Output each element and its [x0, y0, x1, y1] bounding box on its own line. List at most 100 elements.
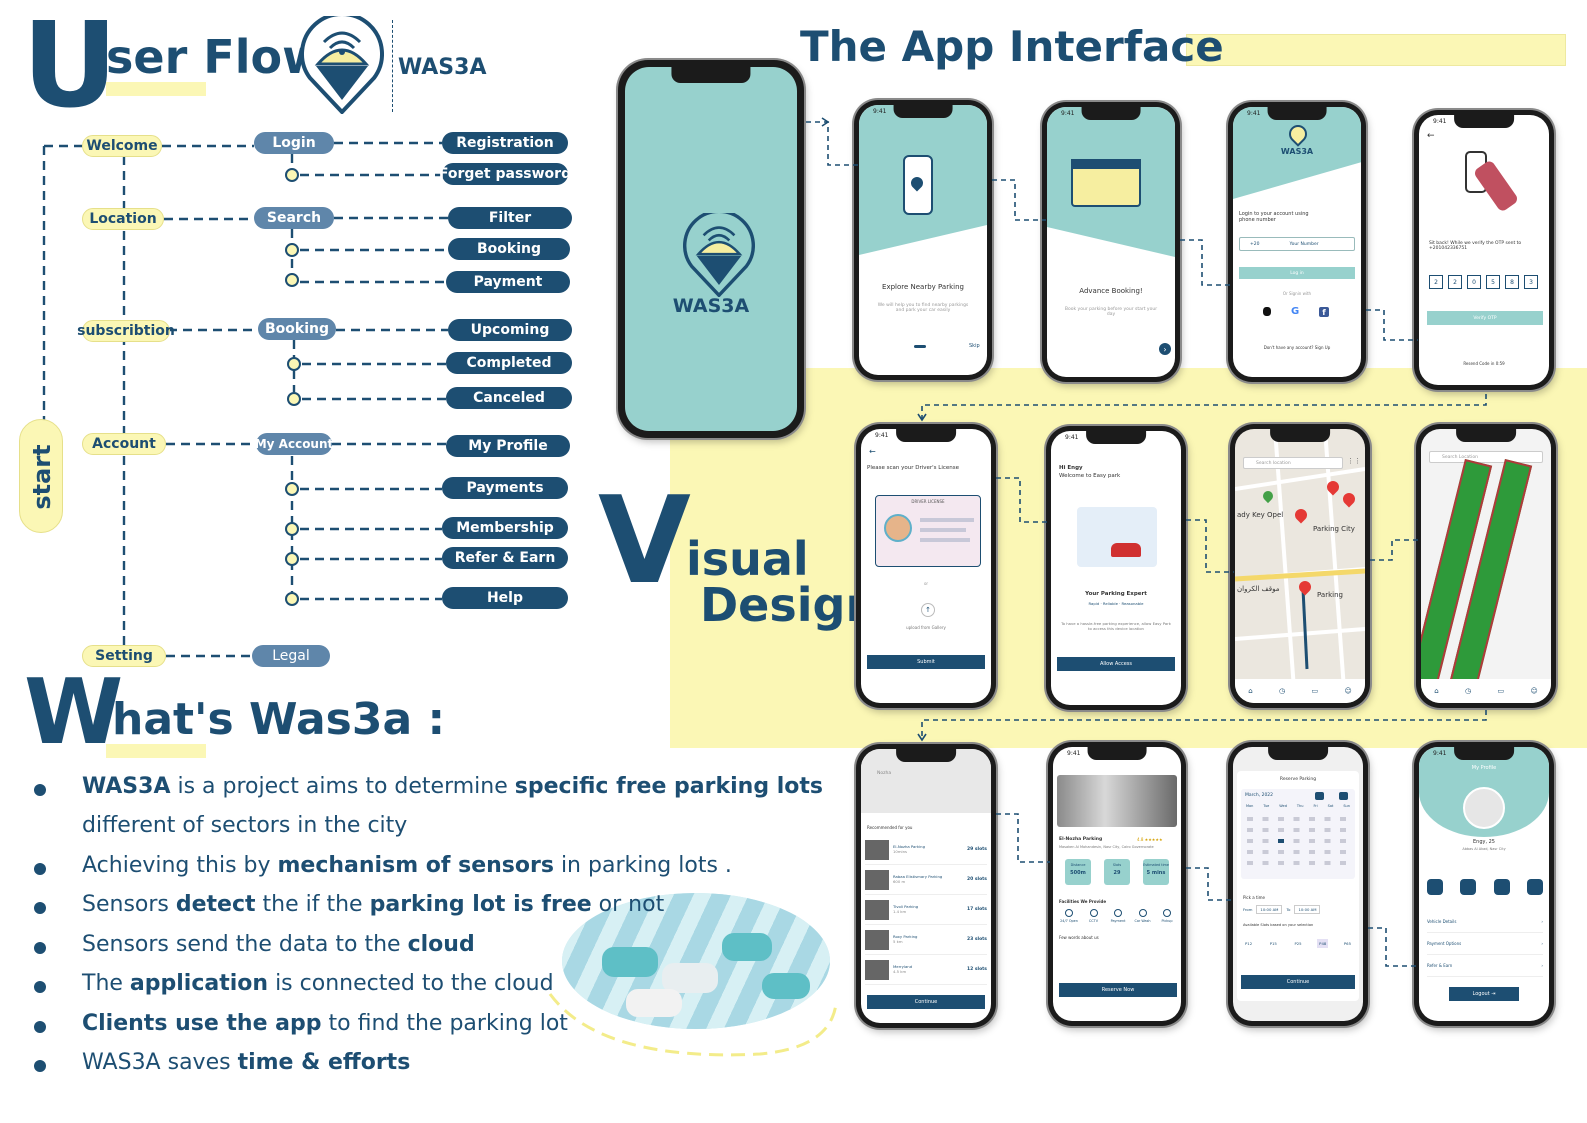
profile-menu[interactable]: Vehicle Details›Payment Options›Refer & … — [1427, 911, 1543, 977]
user-icon[interactable]: ☺ — [1344, 687, 1352, 695]
clock-icon[interactable]: ◷ — [1279, 687, 1286, 695]
map-search-input[interactable]: Search location — [1243, 457, 1343, 469]
otp-digit[interactable]: 3 — [1524, 275, 1538, 289]
reserve-continue-button[interactable]: Continue — [1241, 975, 1355, 989]
filter-icon[interactable]: ⋮⋮ — [1347, 457, 1361, 465]
bottom-nav[interactable]: ⌂ ◷ ▭ ☺ — [1235, 679, 1365, 703]
license-upload[interactable]: upload from Gallery — [906, 625, 946, 630]
card-icon[interactable]: ▭ — [1497, 687, 1505, 695]
card-icon[interactable]: ▭ — [1311, 687, 1319, 695]
map-search-input[interactable]: Search Location — [1429, 451, 1543, 463]
calendar-day — [1309, 839, 1315, 843]
flow-node — [285, 592, 299, 606]
login-button[interactable]: Log in — [1239, 267, 1355, 279]
calendar-day — [1293, 828, 1300, 832]
back-arrow-icon[interactable]: ← — [1427, 131, 1435, 141]
otp-digit[interactable]: 5 — [1486, 275, 1500, 289]
prev-month-icon[interactable] — [1315, 792, 1324, 800]
profile-menu-item[interactable]: Payment Options› — [1427, 933, 1543, 955]
calendar-day — [1324, 817, 1331, 821]
profile-menu-item[interactable]: Refer & Earn› — [1427, 955, 1543, 977]
clock-icon[interactable]: ◷ — [1465, 687, 1472, 695]
settings-icon[interactable] — [1493, 879, 1510, 895]
clock-icon[interactable] — [1427, 879, 1443, 895]
otp-digit[interactable]: 2 — [1448, 275, 1462, 289]
visual-line2: Design — [700, 578, 879, 632]
phone-explore: 9:41 Explore Nearby Parking We will help… — [854, 100, 992, 380]
apple-icon[interactable] — [1263, 307, 1271, 316]
facility-icon — [1138, 909, 1147, 917]
upload-icon[interactable]: ↑ — [921, 603, 935, 617]
phone-slots-map: Search Location ⌂ ◷ ▭ ☺ — [1416, 424, 1556, 708]
status-time: 9:41 — [1065, 434, 1079, 441]
google-icon[interactable]: G — [1291, 306, 1300, 317]
slot-option[interactable]: P12 — [1245, 941, 1253, 946]
calendar-day — [1262, 839, 1269, 843]
back-arrow-icon[interactable]: ← — [869, 447, 876, 456]
slot-row[interactable]: P12 P15 P25 P48 P65 — [1243, 939, 1353, 948]
calendar-day — [1309, 828, 1315, 832]
phone-number-input[interactable]: +20 Your Number — [1239, 237, 1355, 251]
signup-link[interactable]: Don't have any account? Sign Up — [1263, 345, 1331, 350]
list-search-input[interactable]: Nozha — [877, 771, 892, 776]
userflow-title: ser Flow — [106, 30, 325, 84]
reserve-now-button[interactable]: Reserve Now — [1059, 983, 1177, 997]
whats-highlight — [106, 744, 206, 758]
otp-digit[interactable]: 2 — [1429, 275, 1443, 289]
verify-otp-button[interactable]: Verify OTP — [1427, 311, 1543, 325]
map-label: موقف الكروان — [1237, 585, 1280, 593]
profile-menu-item[interactable]: Vehicle Details› — [1427, 911, 1543, 933]
login-brand: WAS3A — [1280, 147, 1314, 156]
bottom-nav[interactable]: ⌂ ◷ ▭ ☺ — [1421, 679, 1551, 703]
slot-option[interactable]: P15 — [1269, 941, 1277, 946]
calendar-day — [1293, 817, 1300, 821]
flow-node — [285, 482, 299, 496]
calendar-day — [1309, 861, 1315, 865]
calendar-month: March, 2022 — [1245, 793, 1274, 798]
slot-option[interactable]: P48 — [1317, 939, 1329, 948]
slot-option[interactable]: P65 — [1343, 941, 1351, 946]
bullet-dot — [34, 863, 46, 875]
skip-link[interactable]: Skip — [969, 343, 980, 349]
license-or: or — [923, 581, 929, 586]
time-picker[interactable]: From 10:00 AM To 10:00 AM — [1243, 905, 1353, 914]
calendar-grid[interactable] — [1241, 815, 1355, 875]
profile-quick-actions[interactable] — [1427, 879, 1543, 895]
calendar-day — [1324, 828, 1331, 832]
calendar-day — [1340, 839, 1346, 843]
otp-digit[interactable]: 8 — [1505, 275, 1519, 289]
list-header: Recommended for you — [867, 825, 913, 830]
car-icon — [1111, 543, 1141, 557]
allow-access-button[interactable]: Allow Access — [1057, 657, 1175, 671]
facebook-icon[interactable]: f — [1319, 307, 1329, 317]
flow-booking-option: Booking — [448, 238, 570, 260]
avatar — [1463, 787, 1505, 829]
logout-button[interactable]: Logout ⇥ — [1449, 987, 1519, 1001]
next-arrow-icon[interactable]: › — [1159, 343, 1171, 355]
home-icon[interactable]: ⌂ — [1434, 687, 1439, 695]
home-icon[interactable]: ⌂ — [1248, 687, 1253, 695]
next-month-icon[interactable] — [1339, 792, 1348, 800]
flow-node — [285, 168, 299, 182]
phone-parking-list: Nozha Recommended for you El-Nozha Parki… — [856, 744, 996, 1028]
parking-photo — [1057, 775, 1177, 827]
continue-button[interactable]: Continue — [867, 995, 985, 1009]
phone-profile: 9:41 My Profile Engy, 25 Abbas Al Akad, … — [1414, 742, 1554, 1026]
slot-option[interactable]: P25 — [1294, 941, 1302, 946]
bullet-dot — [34, 1021, 46, 1033]
otp-digit[interactable]: 0 — [1467, 275, 1481, 289]
resend-code[interactable]: Resend Code in 0:59 — [1463, 361, 1505, 366]
submit-button[interactable]: Submit — [867, 655, 985, 669]
user-icon[interactable]: ☺ — [1530, 687, 1538, 695]
detail-name: El-Nozha Parking — [1059, 837, 1103, 842]
help-icon[interactable] — [1526, 879, 1543, 895]
bell-icon[interactable] — [1460, 879, 1477, 895]
